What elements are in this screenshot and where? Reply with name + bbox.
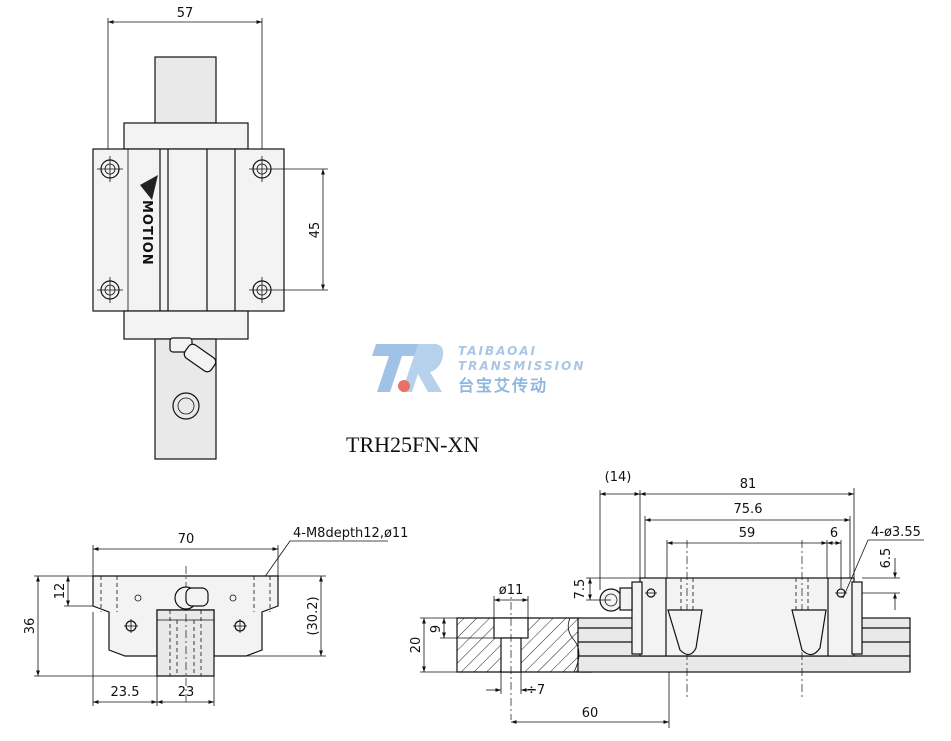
dim-top-hole-spacing: 45 <box>308 222 323 239</box>
dim-side-hole-pitch: 60 <box>582 706 599 721</box>
brand-name-en-1: TAIBAOAI <box>458 344 537 358</box>
dim-side-nipple-height: 7.5 <box>573 579 588 600</box>
dim-side-end-hole-height: 6.5 <box>879 548 894 569</box>
dim-front-rail-width: 23 <box>178 685 195 700</box>
hole-spec-label: 4-M8depth12,ø11 <box>293 526 408 541</box>
mounting-hole <box>249 156 275 182</box>
grease-nipple-top <box>169 337 217 373</box>
block-top-body <box>92 148 285 312</box>
top-view: 57 <box>92 6 328 460</box>
dim-side-nipple-length: (14) <box>605 470 632 485</box>
block-marking-logo: MOTION <box>139 175 158 266</box>
dim-side-block-length: 81 <box>740 477 757 492</box>
dim-front-width: 70 <box>178 532 195 547</box>
mounting-hole <box>249 277 275 303</box>
screw-icon <box>134 594 237 602</box>
dim-side-through-hole: ÷7 <box>526 683 545 698</box>
dim-top-width: 57 <box>177 6 194 21</box>
grease-nipple-front <box>174 586 209 610</box>
dim-side-end-offset: 6 <box>830 526 838 541</box>
mounting-hole <box>97 277 123 303</box>
brand-logo: TAIBAOAI TRANSMISSION 台宝艾传动 <box>372 344 585 395</box>
dim-side-hole-spacing: 59 <box>739 526 756 541</box>
dim-side-counterbore: ø11 <box>499 583 524 598</box>
grease-nipple-side <box>599 587 633 612</box>
screw-icon <box>233 619 247 633</box>
mounting-hole <box>97 156 123 182</box>
brand-name-en-2: TRANSMISSION <box>458 359 585 373</box>
dim-side-body-length: 75.6 <box>734 502 763 517</box>
dim-front-rail-offset: 23.5 <box>111 685 140 700</box>
end-hole-icon <box>645 588 657 598</box>
svg-text:MOTION: MOTION <box>139 200 154 266</box>
dim-side-counterbore-depth: 9 <box>429 625 444 633</box>
front-view: 70 4-M8depth12,ø11 36 <box>23 526 408 706</box>
end-hole-spec-label: 4-ø3.55 <box>871 525 921 540</box>
dim-side-rail-height: 20 <box>409 637 424 654</box>
logo-mark-icon <box>372 344 420 392</box>
dim-front-flange: 12 <box>53 583 68 600</box>
drawing-title: TRH25FN-XN <box>346 432 479 457</box>
side-view: ø11 ÷7 20 9 60 (14) 81 75.6 <box>409 470 924 728</box>
screw-icon <box>124 619 138 633</box>
dim-front-rail-height: (30.2) <box>306 596 321 635</box>
brand-name-cn: 台宝艾传动 <box>458 376 548 395</box>
dim-front-height: 36 <box>23 618 38 635</box>
rail-hole <box>172 392 200 420</box>
